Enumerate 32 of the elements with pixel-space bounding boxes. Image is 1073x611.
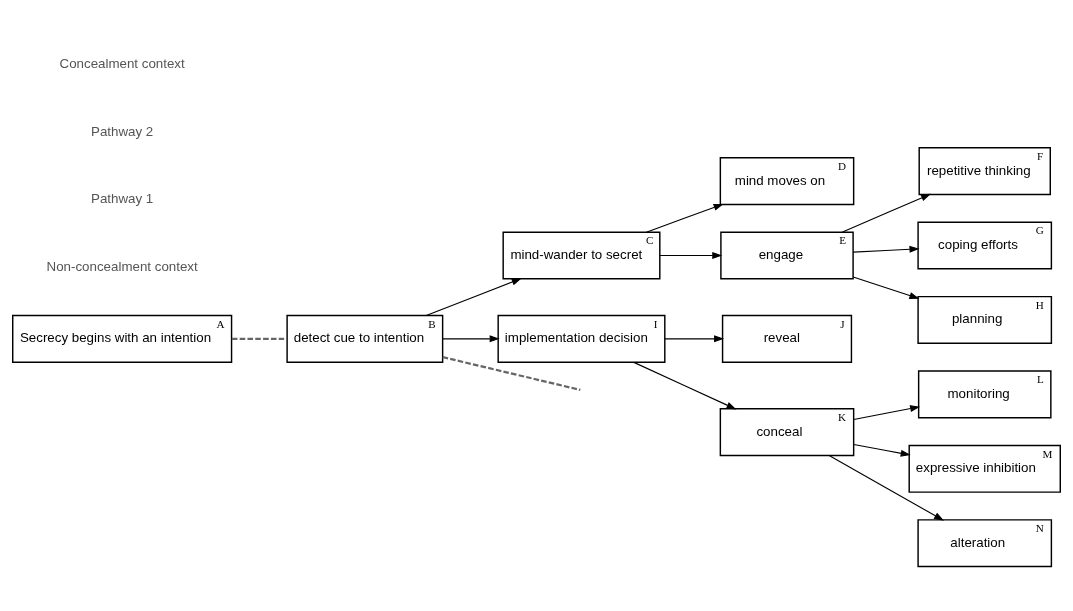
node-box: implementation decision I bbox=[497, 314, 666, 363]
node-box: conceal K bbox=[719, 408, 855, 457]
arrow bbox=[852, 276, 920, 299]
label: Non-concealment context bbox=[46, 259, 198, 275]
arrow bbox=[853, 443, 911, 457]
label: Pathway 2 bbox=[91, 123, 154, 139]
node-box: engage E bbox=[720, 231, 854, 280]
arrow bbox=[645, 203, 724, 233]
node-box: alteration N bbox=[917, 519, 1053, 568]
node-box: coping efforts G bbox=[917, 221, 1053, 270]
node-box: mind moves on D bbox=[719, 157, 855, 206]
node-box: mind-wander to secret C bbox=[502, 231, 661, 280]
arrow bbox=[829, 455, 944, 521]
label: Pathway 1 bbox=[91, 191, 154, 207]
arrow bbox=[852, 245, 920, 253]
arrow bbox=[853, 405, 921, 420]
node-box: detect cue to intention B bbox=[286, 314, 444, 363]
node-box: monitoring L bbox=[917, 370, 1052, 419]
node-box: planning H bbox=[917, 295, 1053, 344]
arrow bbox=[664, 335, 725, 343]
arrow bbox=[633, 361, 737, 410]
node-box: expressive inhibition M bbox=[908, 444, 1061, 493]
connector bbox=[231, 337, 287, 340]
node-box: reveal J bbox=[721, 314, 853, 363]
label: Concealment context bbox=[59, 55, 185, 71]
arrow bbox=[842, 193, 931, 233]
node-box: repetitive thinking F bbox=[918, 147, 1051, 196]
arrow bbox=[442, 335, 500, 343]
arrow bbox=[659, 252, 723, 259]
connector bbox=[442, 356, 581, 391]
node-box: Secrecy begins with an intention A bbox=[12, 314, 233, 363]
arrow bbox=[425, 278, 522, 316]
